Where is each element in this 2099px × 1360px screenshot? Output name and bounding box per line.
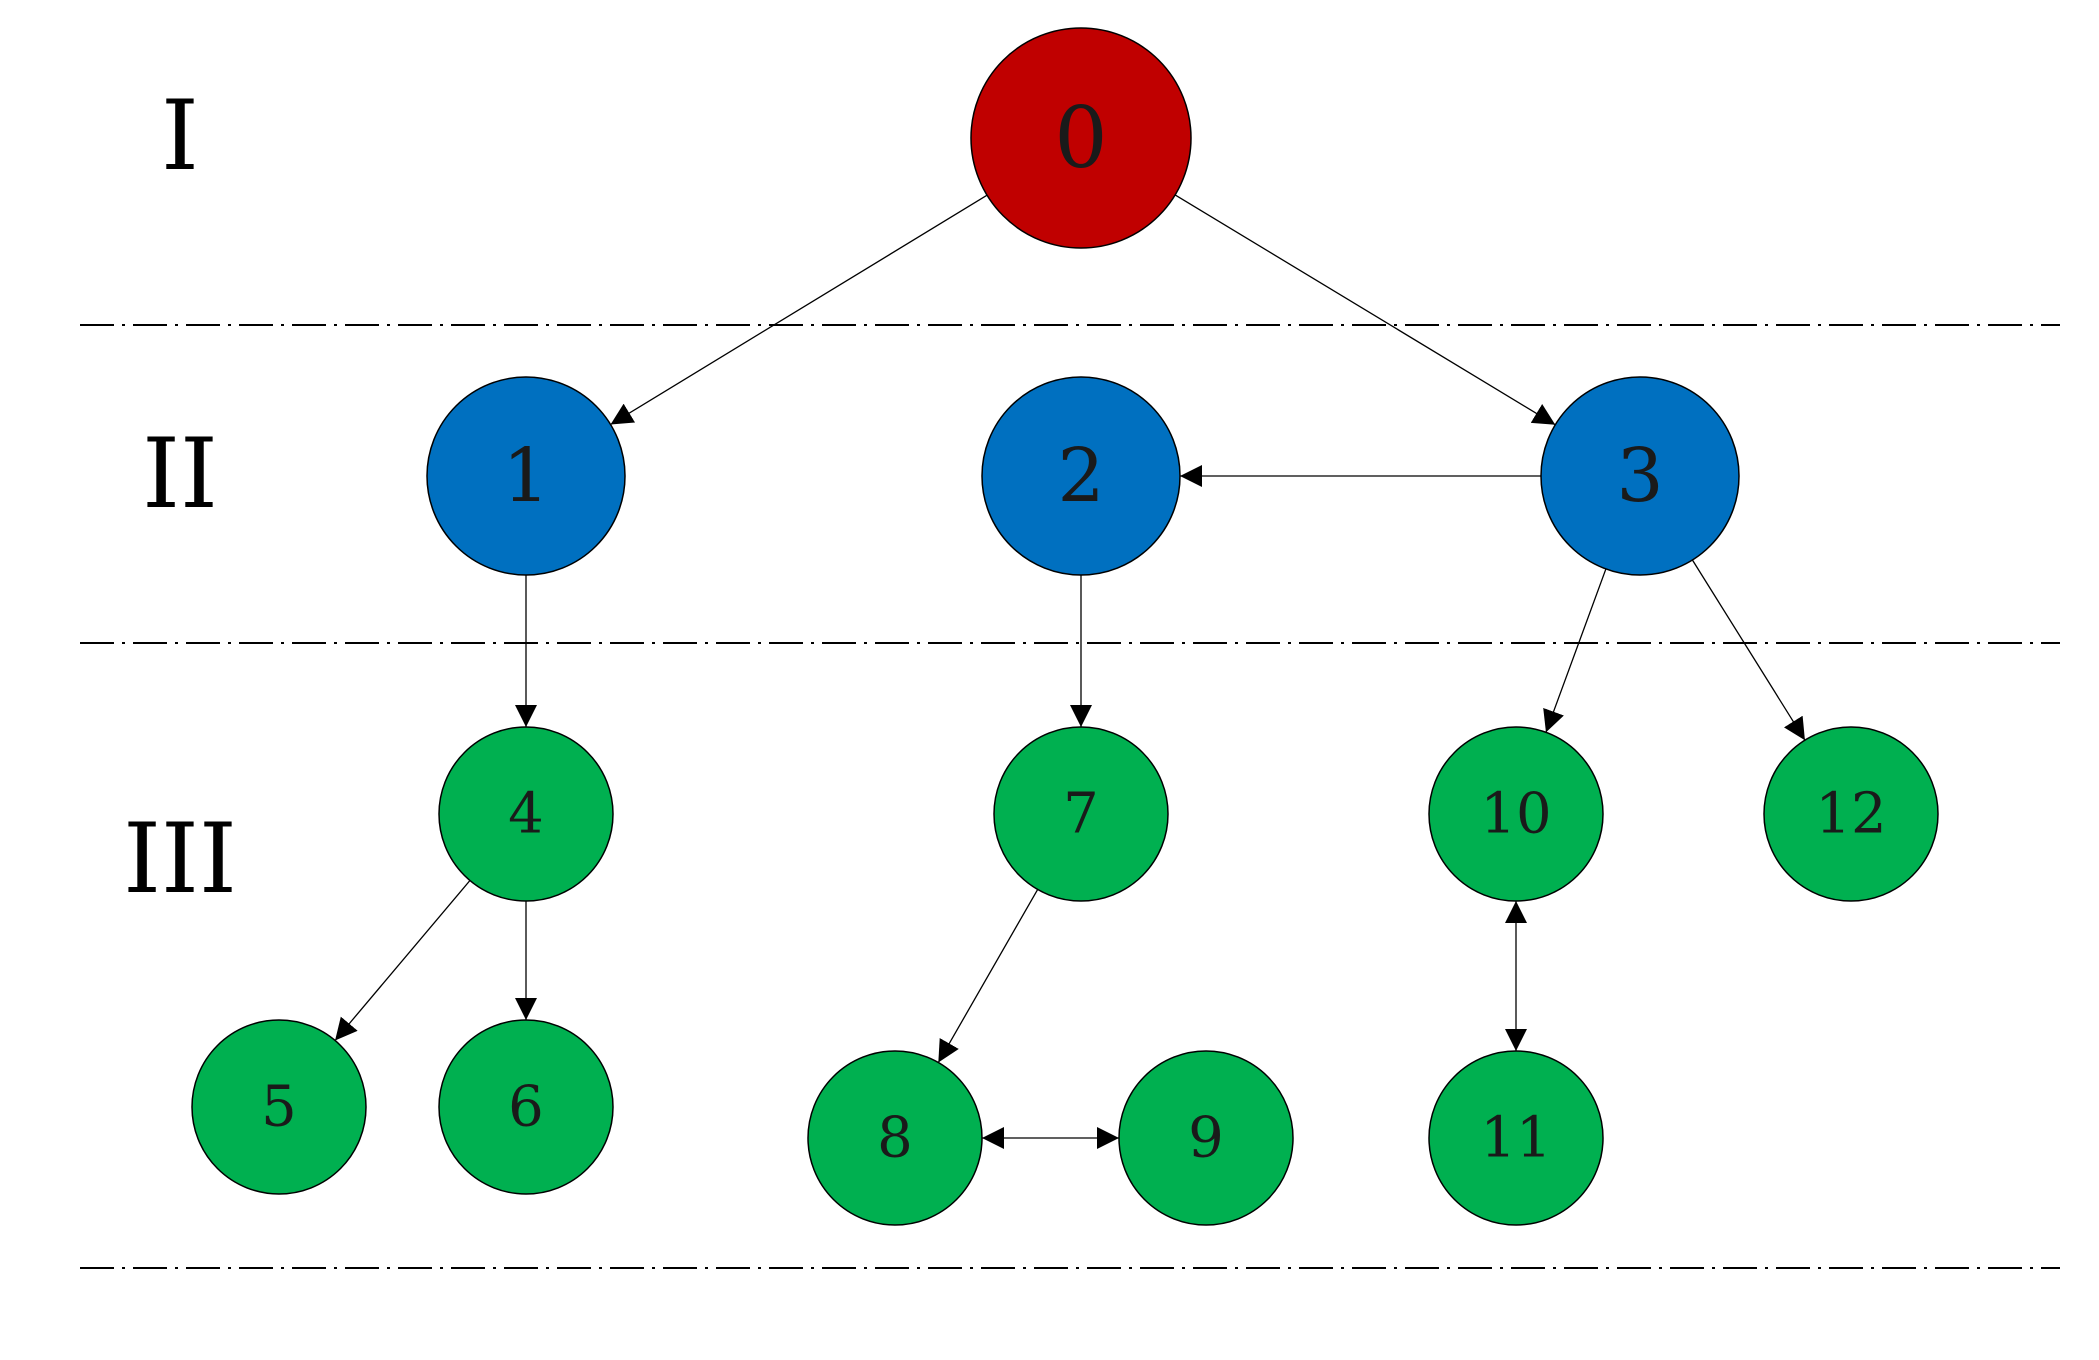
node-6: 6 bbox=[438, 1019, 614, 1195]
edge-7-8 bbox=[937, 889, 1039, 1063]
node-7: 7 bbox=[993, 726, 1169, 902]
edge-layer bbox=[334, 194, 1806, 1149]
node-9: 9 bbox=[1118, 1050, 1294, 1226]
node-circle-6 bbox=[438, 1019, 614, 1195]
node-label-6: 6 bbox=[508, 1075, 544, 1140]
edge-0-3 bbox=[1174, 194, 1556, 426]
node-label-10: 10 bbox=[1480, 782, 1551, 847]
node-5: 5 bbox=[191, 1019, 367, 1195]
node-11: 11 bbox=[1428, 1050, 1604, 1226]
node-circle-10 bbox=[1428, 726, 1604, 902]
level-label-3: III bbox=[123, 803, 237, 915]
edge-3-10 bbox=[1543, 568, 1607, 733]
node-3: 3 bbox=[1540, 376, 1740, 576]
node-label-4: 4 bbox=[508, 782, 544, 847]
edge-0-1 bbox=[610, 194, 988, 426]
node-circle-9 bbox=[1118, 1050, 1294, 1226]
edge-4-5 bbox=[334, 880, 471, 1041]
node-label-1: 1 bbox=[502, 433, 549, 519]
node-label-2: 2 bbox=[1057, 433, 1104, 519]
node-circle-3 bbox=[1540, 376, 1740, 576]
level-label-1: I bbox=[161, 80, 199, 192]
node-8: 8 bbox=[807, 1050, 983, 1226]
node-circle-1 bbox=[426, 376, 626, 576]
level-label-2: II bbox=[142, 418, 218, 530]
node-circle-8 bbox=[807, 1050, 983, 1226]
node-circle-12 bbox=[1763, 726, 1939, 902]
node-10: 10 bbox=[1428, 726, 1604, 902]
node-label-9: 9 bbox=[1188, 1106, 1224, 1171]
node-12: 12 bbox=[1763, 726, 1939, 902]
node-circle-0 bbox=[970, 27, 1192, 249]
node-circle-11 bbox=[1428, 1050, 1604, 1226]
node-circle-7 bbox=[993, 726, 1169, 902]
node-label-5: 5 bbox=[261, 1075, 297, 1140]
node-label-0: 0 bbox=[1054, 89, 1107, 187]
edge-3-12 bbox=[1691, 559, 1806, 741]
node-circle-5 bbox=[191, 1019, 367, 1195]
node-label-3: 3 bbox=[1616, 433, 1663, 519]
node-circle-2 bbox=[981, 376, 1181, 576]
node-0: 0 bbox=[970, 27, 1192, 249]
node-label-11: 11 bbox=[1480, 1106, 1551, 1171]
node-label-7: 7 bbox=[1063, 782, 1099, 847]
node-label-8: 8 bbox=[877, 1106, 913, 1171]
node-1: 1 bbox=[426, 376, 626, 576]
node-circle-4 bbox=[438, 726, 614, 902]
node-4: 4 bbox=[438, 726, 614, 902]
node-label-12: 12 bbox=[1815, 782, 1886, 847]
node-2: 2 bbox=[981, 376, 1181, 576]
